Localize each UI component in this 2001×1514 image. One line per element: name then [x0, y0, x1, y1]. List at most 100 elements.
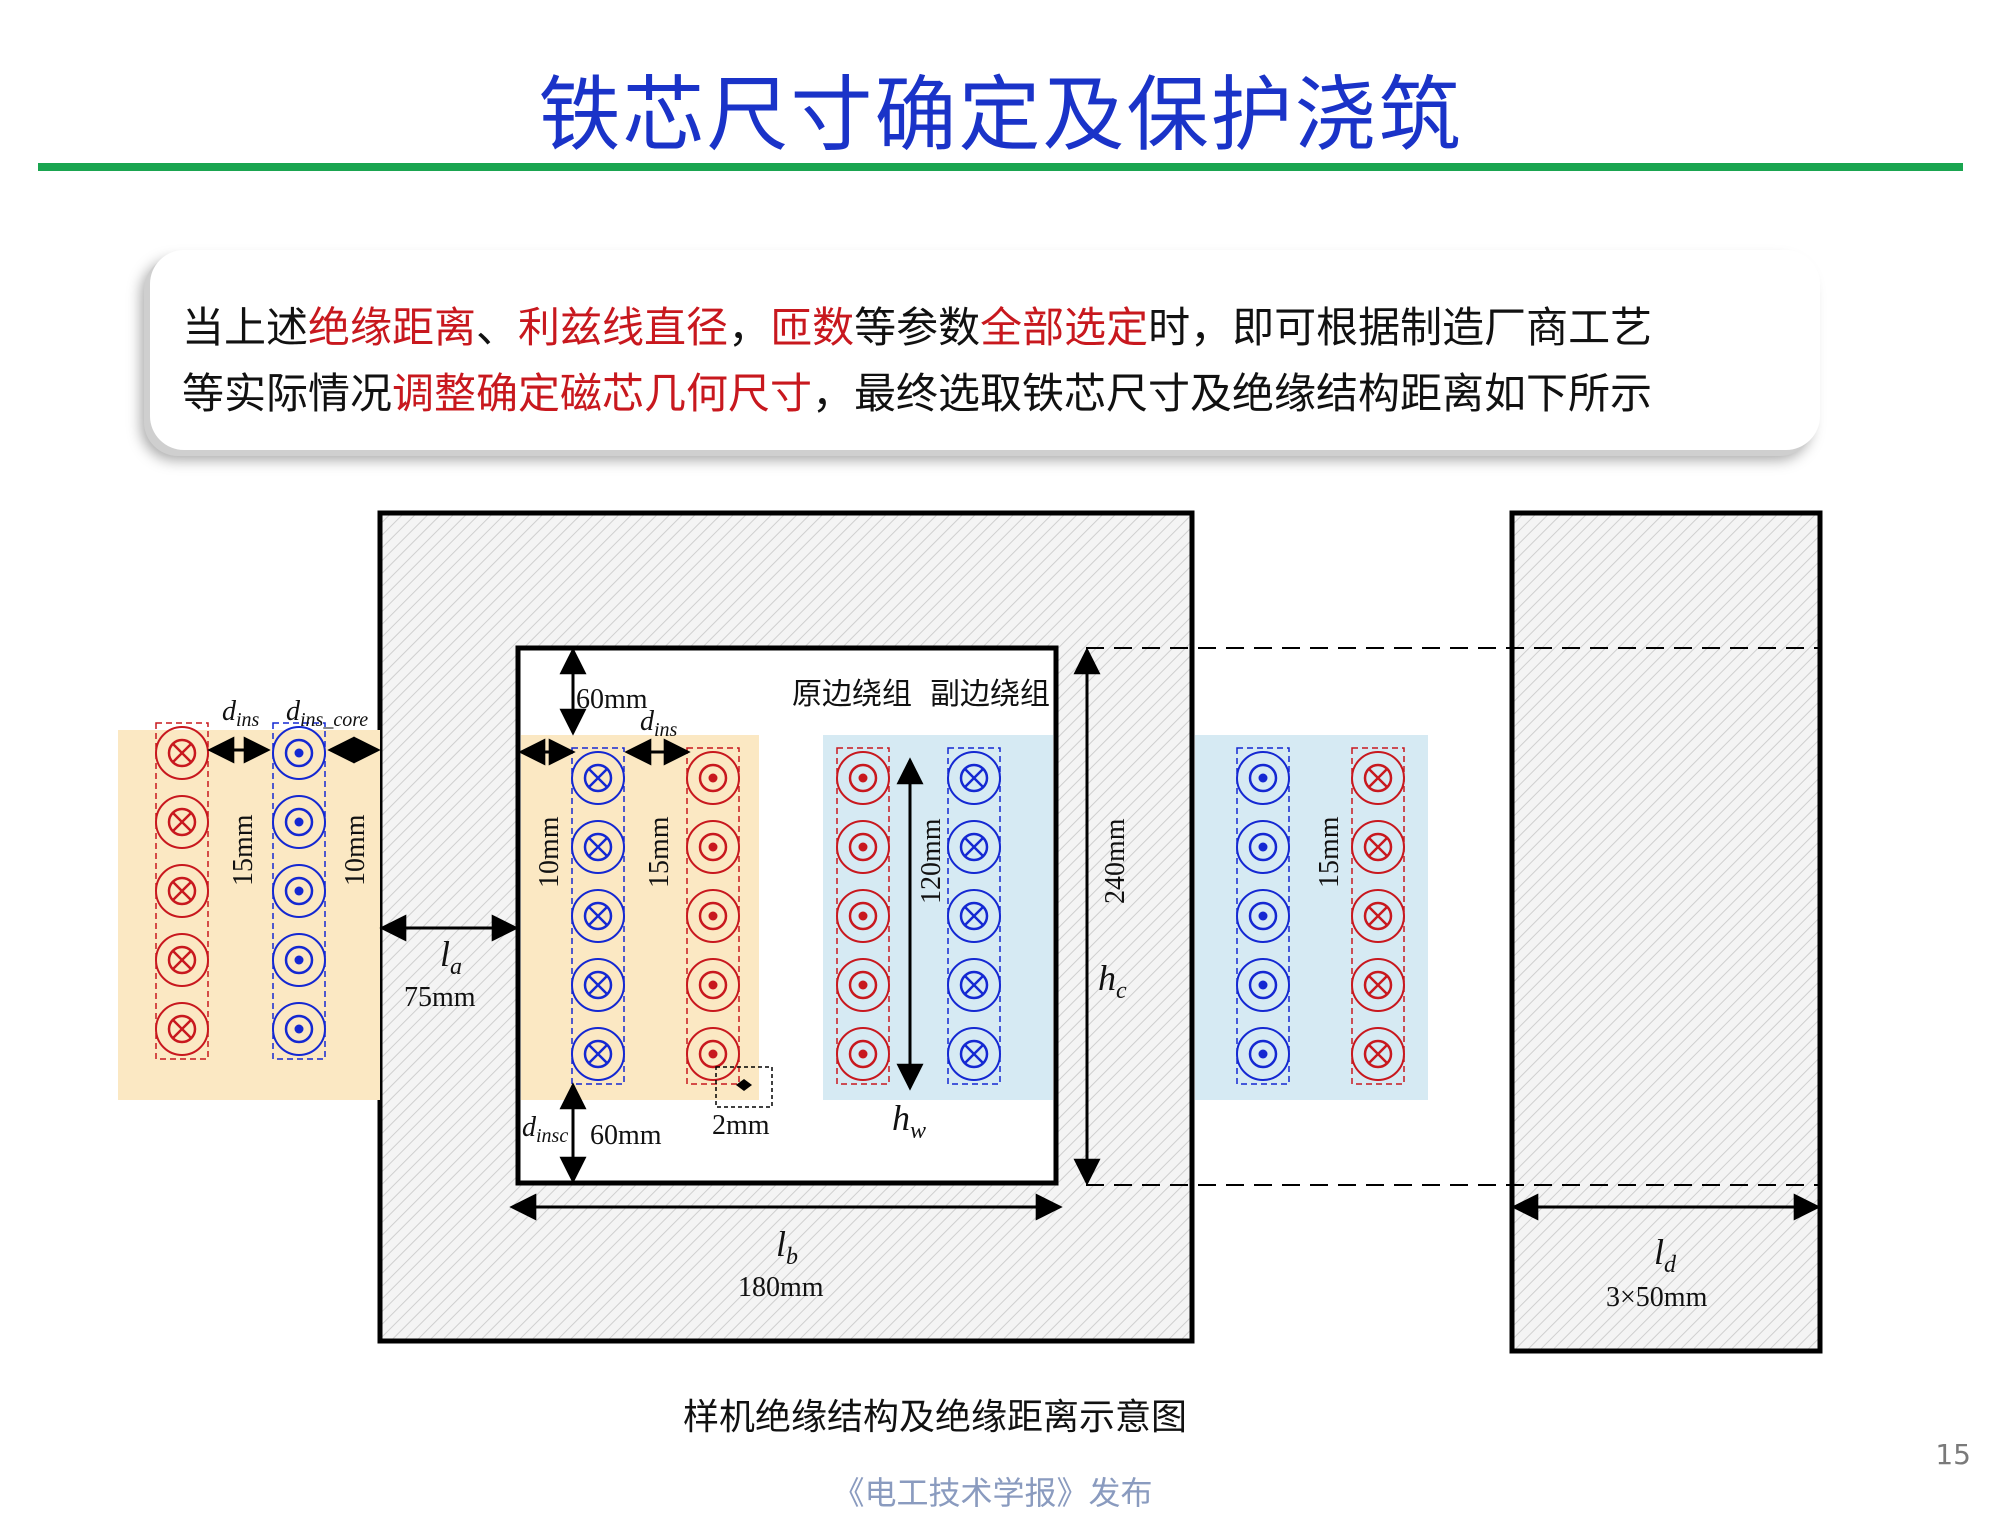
conductor-strand	[686, 751, 740, 805]
dot-mark	[1258, 773, 1268, 783]
current-out-of-page-icon	[848, 763, 878, 793]
current-out-of-page-icon	[698, 901, 728, 931]
conductor-strand	[571, 1027, 625, 1081]
conductor-strand	[1351, 1027, 1405, 1081]
dot-mark	[294, 817, 304, 827]
cross-mark	[588, 837, 608, 857]
dot-mark	[1258, 911, 1268, 921]
current-into-page-icon	[959, 970, 989, 1000]
current-out-of-page-icon	[698, 970, 728, 1000]
current-out-of-page-icon	[698, 1039, 728, 1069]
label-dinsc: dinsc	[522, 1112, 568, 1147]
conductor-strand	[686, 958, 740, 1012]
label-ld-value: 3×50mm	[1606, 1282, 1708, 1313]
dot-mark	[708, 773, 718, 783]
title-divider	[38, 163, 1963, 171]
label-60mm-top: 60mm	[576, 684, 648, 715]
label-d-ins-core: dins_core	[286, 696, 368, 731]
conductor-strand	[836, 958, 890, 1012]
conductor-strand	[155, 864, 209, 918]
callout-segment: 利兹线直径	[518, 303, 729, 352]
current-out-of-page-icon	[848, 970, 878, 1000]
page-title: 铁芯尺寸确定及保护浇筑	[538, 68, 1463, 163]
cross-mark	[588, 768, 608, 788]
callout-segment: 绝缘距离	[308, 303, 477, 352]
cross-mark	[1368, 975, 1388, 995]
cross-mark	[172, 881, 192, 901]
label-15mm-right: 15mm	[1314, 816, 1345, 888]
current-out-of-page-icon	[284, 807, 314, 837]
conductor-strand	[155, 795, 209, 849]
label-d-ins-left: dins	[222, 696, 260, 731]
current-into-page-icon	[167, 738, 197, 768]
callout-line-1: 当上述绝缘距离、利兹线直径，匝数等参数全部选定时，即可根据制造厂商工艺	[182, 294, 1652, 355]
callout-segment: 等实际情况	[182, 369, 393, 418]
current-into-page-icon	[583, 763, 613, 793]
current-out-of-page-icon	[698, 763, 728, 793]
conductor-strand	[1351, 958, 1405, 1012]
conductor-strand	[836, 889, 890, 943]
current-into-page-icon	[583, 970, 613, 1000]
label-10mm-inner: 10mm	[534, 816, 565, 888]
dot-mark	[294, 748, 304, 758]
callout-segment: 调整确定磁芯几何尺寸	[392, 369, 813, 418]
label-15mm-inner: 15mm	[644, 816, 675, 888]
figure-caption: 样机绝缘结构及绝缘距离示意图	[682, 1397, 1187, 1438]
panel-right-blue	[1195, 735, 1428, 1100]
conductor-strand	[947, 751, 1001, 805]
label-hc: hc	[1098, 958, 1127, 1004]
dot-mark	[294, 1024, 304, 1034]
current-into-page-icon	[1363, 832, 1393, 862]
cross-mark	[964, 1044, 984, 1064]
callout-segment: 当上述	[182, 303, 309, 352]
conductor-strand	[272, 933, 326, 987]
callout-segment: 全部选定	[980, 303, 1149, 352]
current-out-of-page-icon	[1248, 901, 1278, 931]
conductor-strand	[686, 820, 740, 874]
conductor-strand	[686, 889, 740, 943]
panel-inner-yellow	[521, 735, 759, 1100]
cross-mark	[172, 1019, 192, 1039]
cross-mark	[172, 812, 192, 832]
dot-mark	[294, 955, 304, 965]
callout-segment: ，最终选取铁芯尺寸及绝缘结构距离如下所示	[812, 369, 1653, 418]
conductor-strand	[272, 864, 326, 918]
cross-mark	[964, 975, 984, 995]
dimension-arrows	[207, 647, 1821, 1221]
conductor-strand	[272, 795, 326, 849]
cross-mark	[172, 950, 192, 970]
label-hw: hw	[892, 1098, 926, 1144]
current-out-of-page-icon	[1248, 970, 1278, 1000]
winding-columns	[155, 722, 1405, 1085]
conductor-strand	[1236, 1027, 1290, 1081]
cross-mark	[1368, 768, 1388, 788]
conductor-strand	[571, 751, 625, 805]
cross-mark	[964, 906, 984, 926]
label-secondary-winding: 副边绕组	[930, 678, 1050, 711]
callout-segment: ，	[728, 303, 771, 352]
callout-line-2: 等实际情况调整确定磁芯几何尺寸，最终选取铁芯尺寸及绝缘结构距离如下所示	[182, 360, 1652, 421]
dot-mark	[1258, 980, 1268, 990]
detail-2mm-box	[715, 1066, 773, 1108]
dot-mark	[858, 911, 868, 921]
label-ld: ld	[1654, 1232, 1677, 1278]
conductor-strand	[947, 958, 1001, 1012]
dot-mark	[858, 980, 868, 990]
dot-mark	[708, 1049, 718, 1059]
current-into-page-icon	[167, 1014, 197, 1044]
label-d-ins-inner: dins	[640, 706, 678, 741]
dot-mark	[858, 842, 868, 852]
dot-mark	[708, 911, 718, 921]
callout-segment: 、	[476, 303, 519, 352]
conductor-strand	[571, 889, 625, 943]
cross-mark	[172, 743, 192, 763]
dot-mark	[1258, 1049, 1268, 1059]
label-2mm: 2mm	[712, 1110, 770, 1141]
conductor-strand	[1236, 820, 1290, 874]
conductor-strand	[1351, 820, 1405, 874]
current-out-of-page-icon	[284, 1014, 314, 1044]
conductor-strand	[272, 726, 326, 780]
conductor-strand	[272, 1002, 326, 1056]
conductor-strand	[836, 820, 890, 874]
